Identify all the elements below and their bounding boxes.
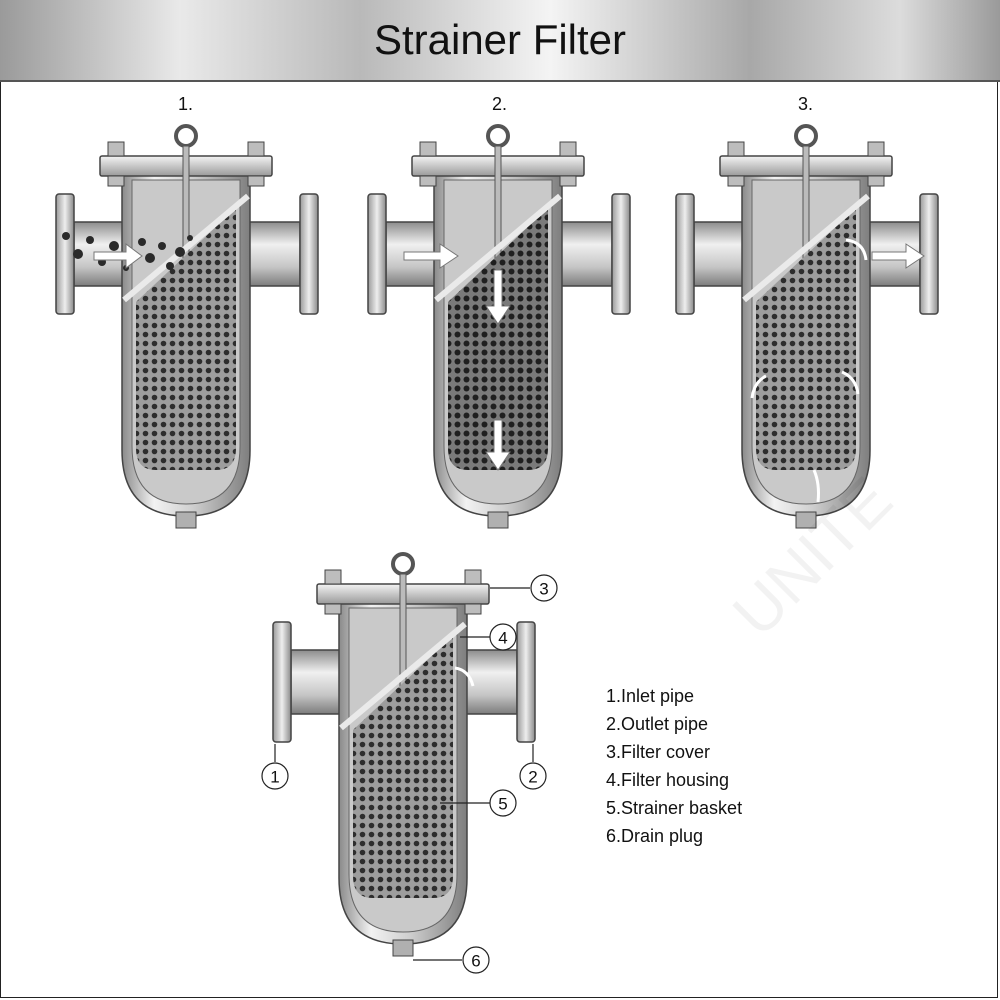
flow-down-arrow-icon <box>485 269 511 325</box>
legend-item-inlet-pipe: 1.Inlet pipe <box>606 686 695 706</box>
callout-markers <box>261 574 558 974</box>
legend-item-strainer-basket: 5.Strainer basket <box>606 798 743 818</box>
curved-flow-arrow-icon <box>750 374 767 399</box>
step-label-2: 2. <box>492 94 508 114</box>
callout-3: 3 <box>539 580 548 599</box>
strainer-step-1 <box>54 124 320 530</box>
curved-flow-arrow-icon <box>841 370 860 395</box>
strainer-step-3 <box>674 124 940 530</box>
legend-item-drain-plug: 6.Drain plug <box>606 826 704 846</box>
callout-6: 6 <box>471 952 480 971</box>
strainer-step-2 <box>366 124 632 530</box>
legend-item-filter-cover: 3.Filter cover <box>606 742 711 762</box>
legend-item-outlet-pipe: 2.Outlet pipe <box>606 714 709 734</box>
callout-5: 5 <box>498 795 507 814</box>
curved-flow-arrow-icon <box>812 469 820 503</box>
callout-4: 4 <box>498 629 507 648</box>
title-bar: Strainer Filter <box>0 0 1000 82</box>
debris-particles <box>62 232 193 271</box>
strainer-labeled <box>271 552 537 958</box>
callout-leaders <box>274 587 534 961</box>
step-label-3: 3. <box>798 94 814 114</box>
callout-1: 1 <box>270 768 279 787</box>
step-label-1: 1. <box>178 94 194 114</box>
diagram-title: Strainer Filter <box>373 16 627 63</box>
flow-out-arrow-icon <box>871 243 925 269</box>
curved-flow-arrow-icon <box>845 238 868 261</box>
curved-flow-arrow-icon <box>454 666 475 687</box>
flow-arrow-icon <box>93 243 143 269</box>
callout-2: 2 <box>528 768 537 787</box>
parts-legend: 1.Inlet pipe 2.Outlet pipe 3.Filter cove… <box>606 682 742 850</box>
legend-item-filter-housing: 4.Filter housing <box>606 770 730 790</box>
flow-arrow-icon <box>403 243 459 269</box>
flow-down-arrow-icon <box>485 419 511 471</box>
